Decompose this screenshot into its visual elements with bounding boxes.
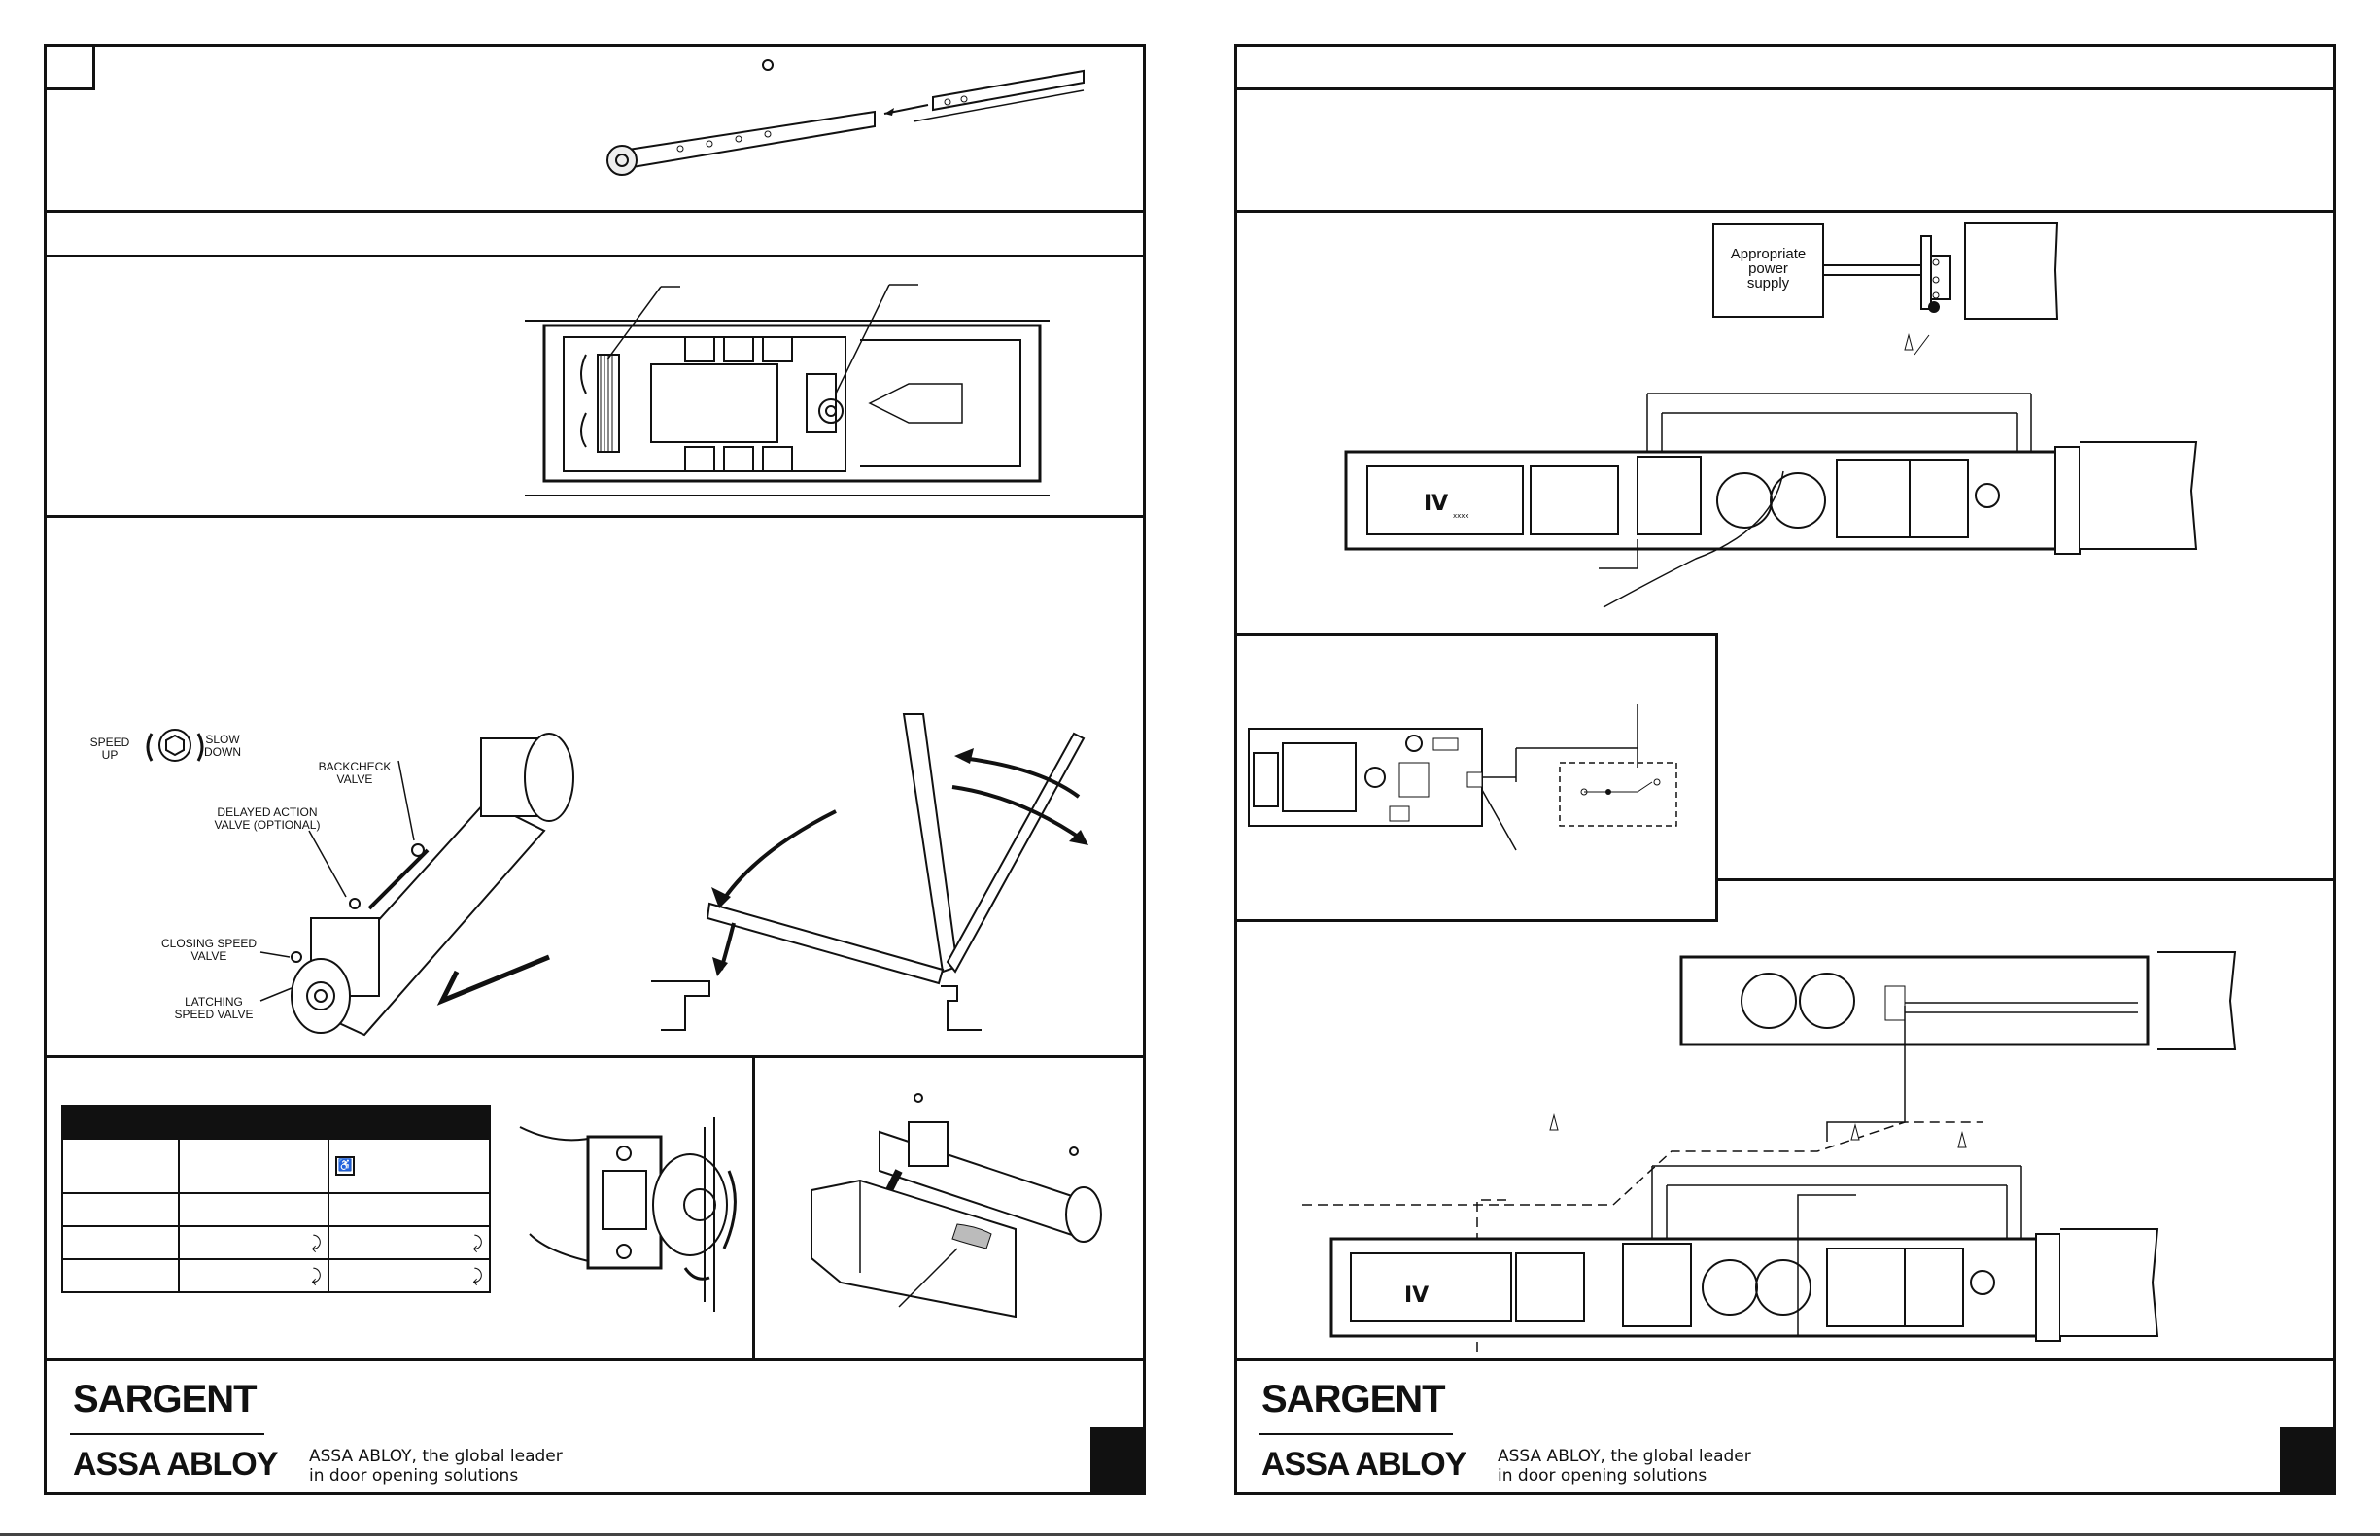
closing-speed-valve-label: CLOSING SPEED VALVE <box>160 937 258 963</box>
table-cell: ♿ <box>328 1138 491 1194</box>
relay-board-diagram <box>1248 704 1677 851</box>
assa-abloy-logo: ASSA ABLOY <box>73 1446 278 1483</box>
divider <box>1234 210 2336 213</box>
door-swing-diagram <box>651 713 1088 1031</box>
table-cell <box>178 1138 329 1194</box>
board-marking: xxxx <box>1453 512 1469 520</box>
delayed-action-valve-label: DELAYED ACTION VALVE (OPTIONAL) <box>214 805 321 832</box>
divider <box>1715 878 2336 881</box>
divider <box>1234 633 1718 636</box>
divider <box>44 1358 1146 1361</box>
svg-text:IV: IV <box>1404 1283 1429 1308</box>
spec-table: ♿ ⤸ ⤸ ⤸ ⤸ <box>61 1138 491 1293</box>
divider <box>44 1055 1146 1058</box>
slow-down-label: SLOW DOWN <box>204 733 241 759</box>
backcheck-valve-label: BACKCHECK VALVE <box>318 760 392 786</box>
step-number-box <box>47 47 95 90</box>
logo-rule <box>70 1433 264 1435</box>
tagline-line-2: in door opening solutions <box>1498 1466 1707 1486</box>
divider <box>1234 1358 2336 1361</box>
table-row: ⤸ ⤸ <box>61 1258 491 1293</box>
divider <box>44 210 1146 213</box>
arm-extension-diagram <box>606 59 1085 176</box>
valve-adjustment-diagram <box>146 729 574 1037</box>
logo-rule <box>1259 1433 1453 1435</box>
divider <box>752 1055 755 1359</box>
divider <box>44 515 1146 518</box>
table-cell: ⤸ <box>178 1225 329 1260</box>
sargent-logo: SARGENT <box>73 1378 258 1420</box>
power-terminal-detail <box>1824 222 2059 320</box>
wheelchair-icon: ♿ <box>335 1156 355 1176</box>
cover-install-diagram <box>811 1093 1102 1318</box>
table-cell: ⤸ <box>328 1225 491 1260</box>
power-supply-box <box>1712 223 1824 318</box>
closer-body-top-view <box>525 284 1050 496</box>
spring-adjust-diagram <box>519 1117 737 1312</box>
control-unit-wiring-diagram: IV xxxx <box>1344 333 2198 608</box>
page-number-box <box>2280 1427 2334 1494</box>
table-cell <box>61 1258 180 1293</box>
table-cell <box>328 1192 491 1227</box>
svg-text:IV: IV <box>1424 492 1448 516</box>
page-number-box <box>1090 1427 1145 1494</box>
table-row: ⤸ ⤸ <box>61 1225 491 1260</box>
tagline-line-2: in door opening solutions <box>309 1466 519 1486</box>
table-row <box>61 1192 491 1227</box>
power-supply-label: Appropriate power supply <box>1730 246 1807 291</box>
table-cell <box>61 1225 180 1260</box>
table-cell <box>178 1192 329 1227</box>
table-cell: ⤸ <box>178 1258 329 1293</box>
speed-up-label: SPEED UP <box>89 736 130 762</box>
divider <box>1234 919 1718 922</box>
sargent-logo: SARGENT <box>1261 1378 1446 1420</box>
table-cell <box>61 1138 180 1194</box>
tagline-line-1: ASSA ABLOY, the global leader <box>1498 1447 1751 1466</box>
divider <box>1715 633 1718 922</box>
assa-abloy-logo: ASSA ABLOY <box>1261 1446 1466 1483</box>
bottom-rule <box>0 1533 2380 1536</box>
tagline-line-1: ASSA ABLOY, the global leader <box>309 1447 563 1466</box>
spec-table-header <box>61 1105 491 1138</box>
divider <box>44 255 1146 257</box>
latching-speed-valve-label: LATCHING SPEED VALVE <box>174 995 254 1021</box>
divider <box>1234 87 2336 90</box>
table-cell: ⤸ <box>328 1258 491 1293</box>
dual-unit-wiring-diagram: IV <box>1302 951 2237 1355</box>
table-cell <box>61 1192 180 1227</box>
